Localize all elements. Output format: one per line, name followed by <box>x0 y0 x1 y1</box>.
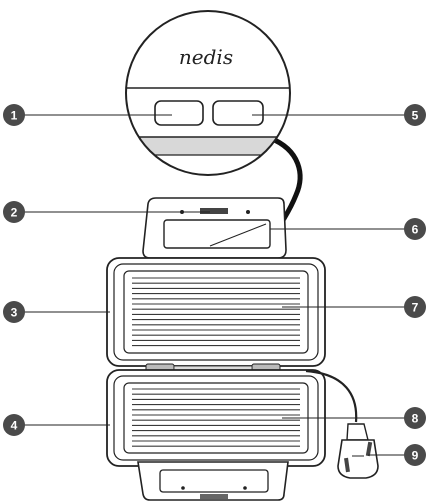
lower-grill-plate <box>123 382 309 454</box>
callout-8-badge <box>404 407 426 429</box>
power-cord-lower <box>305 369 358 423</box>
detail-magnifier: nedis <box>125 10 291 176</box>
callout-9-badge <box>404 444 426 466</box>
callout-3-label: 3 <box>11 306 18 320</box>
callout-9-label: 9 <box>412 449 419 463</box>
upper-grill-plate <box>123 270 309 354</box>
callout-4-badge <box>3 414 25 436</box>
callout-6-label: 6 <box>412 223 419 237</box>
brand-logo-text: nedis <box>179 45 233 69</box>
callout-7-badge <box>404 296 426 318</box>
lower-grill-ridges <box>132 388 300 447</box>
callout-5-label: 5 <box>412 109 419 123</box>
callout-1-label: 1 <box>11 109 18 123</box>
power-plug <box>337 423 379 479</box>
bottom-handle <box>137 461 289 501</box>
callout-2-badge <box>3 201 25 223</box>
callout-5-badge <box>404 104 426 126</box>
callout-3-badge <box>3 301 25 323</box>
brand-logo: nedis <box>179 45 233 69</box>
callout-8-label: 8 <box>412 412 419 426</box>
indicator-light-right <box>212 100 264 126</box>
handle <box>142 197 287 259</box>
callout-4-label: 4 <box>11 419 18 433</box>
callout-1-badge <box>3 104 25 126</box>
locking-clip <box>200 208 228 214</box>
callout-6-badge <box>404 218 426 240</box>
callouts: 1 2 3 4 5 6 7 8 9 <box>3 104 426 466</box>
callout-2-label: 2 <box>11 206 18 220</box>
indicator-light-left <box>154 100 204 126</box>
callout-7-label: 7 <box>412 301 419 315</box>
upper-grill-ridges <box>132 277 300 347</box>
